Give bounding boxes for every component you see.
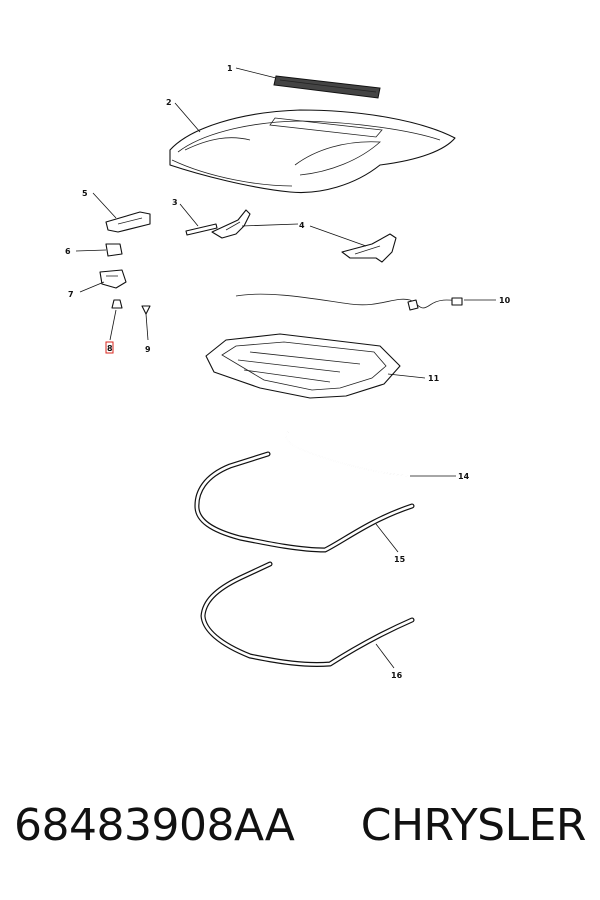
callout-15: 15 [394, 555, 406, 564]
part-3-prop-rod: 3 [172, 198, 218, 236]
part-4-hinges: 4 [211, 209, 397, 263]
brand-label: CHRYSLER [360, 800, 587, 851]
footer: 68483908AA CHRYSLER [0, 800, 600, 864]
part-14-front-seal: 14 [285, 431, 470, 481]
callout-14: 14 [458, 472, 470, 481]
callout-1: 1 [227, 64, 233, 73]
callout-2: 2 [166, 98, 172, 107]
callout-9: 9 [145, 345, 151, 354]
callout-3: 3 [172, 198, 178, 207]
callout-16: 16 [391, 671, 403, 680]
part-number-label: 68483908AA [14, 800, 295, 851]
callout-11: 11 [428, 374, 440, 383]
part-5-latch-bracket: 5 [82, 189, 151, 233]
callout-7: 7 [68, 290, 74, 299]
callout-10: 10 [499, 296, 511, 305]
part-10-release-cable: 10 [235, 293, 511, 311]
part-9-clip: 9 [141, 305, 151, 354]
exploded-parts-diagram: 1 2 3 4 5 6 [65, 64, 511, 680]
callout-4: 4 [299, 221, 305, 230]
part-1-hood-scoop: 1 [227, 64, 381, 99]
part-2-hood-panel: 2 [166, 98, 456, 194]
part-6-striker: 6 [65, 243, 123, 257]
callout-5: 5 [82, 189, 88, 198]
part-8-bumper: 8 [105, 299, 123, 354]
callout-8: 8 [107, 344, 113, 353]
part-16-hood-seal: 16 [200, 561, 415, 680]
callout-6: 6 [65, 247, 71, 256]
part-15-hood-seal: 15 [194, 451, 415, 564]
part-11-hood-silencer: 11 [205, 333, 440, 399]
part-7-latch: 7 [68, 269, 127, 299]
callout-8-highlight-box [105, 341, 114, 354]
